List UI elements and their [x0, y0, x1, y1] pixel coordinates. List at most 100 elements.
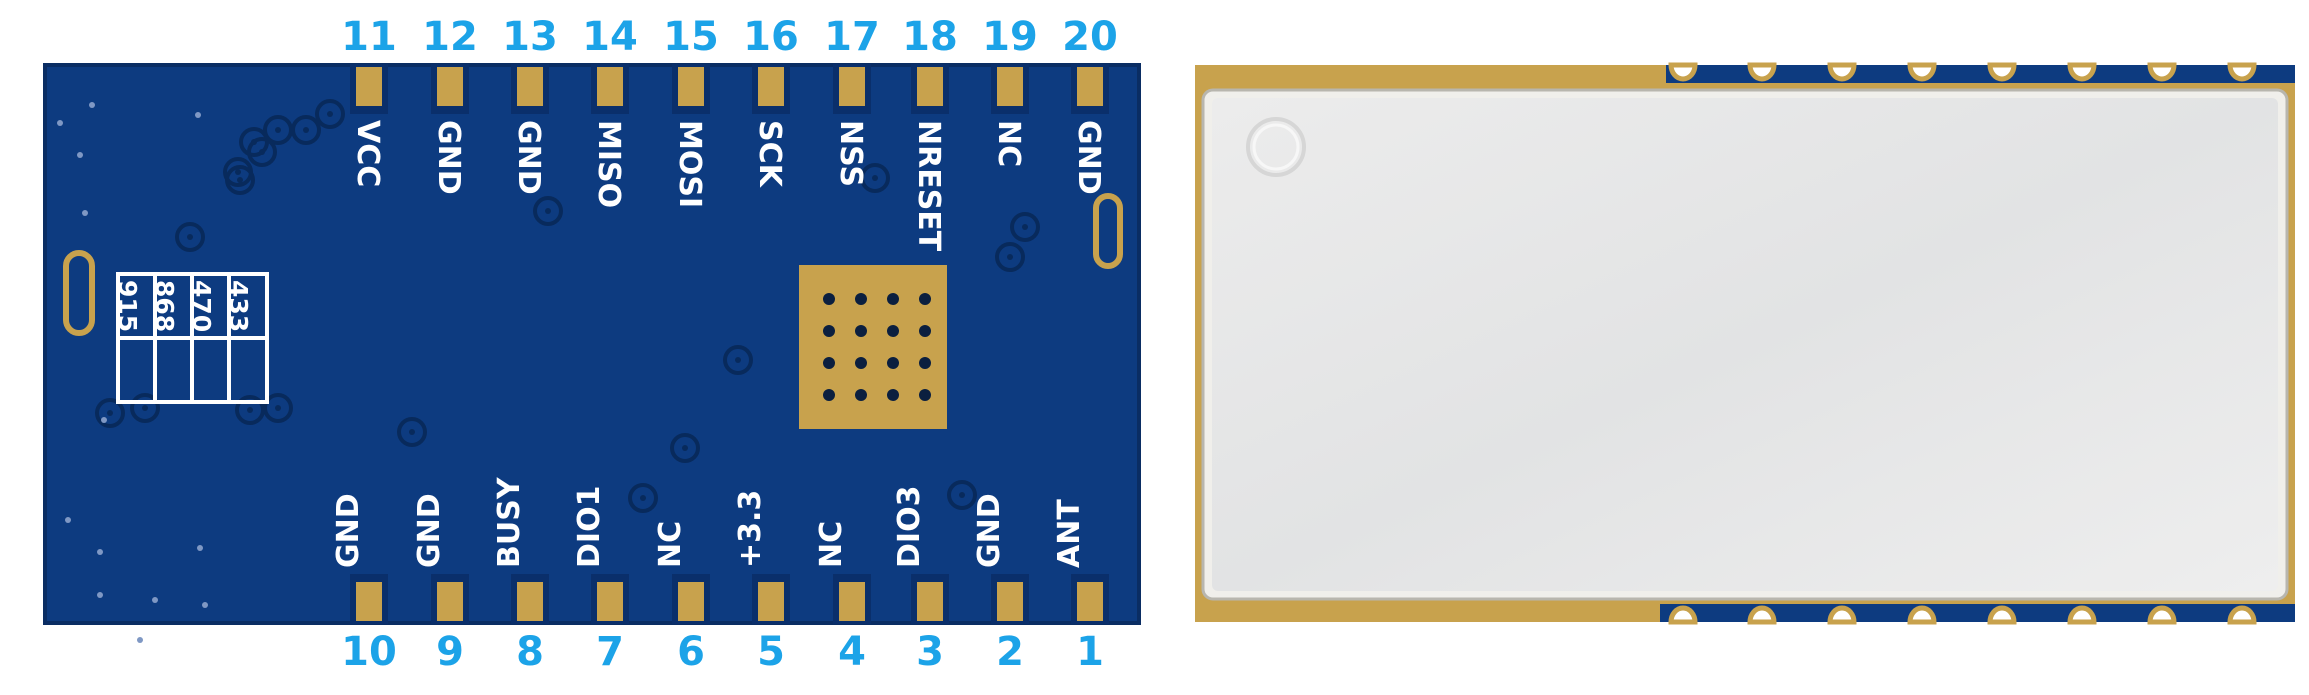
via-icon — [860, 163, 890, 193]
castellation-top — [1827, 62, 1857, 82]
pin-number: 15 — [663, 14, 719, 60]
pin-pad-top — [1077, 67, 1103, 106]
pin-pad-bottom — [758, 582, 784, 621]
test-point-icon — [202, 602, 208, 608]
mounting-slot-left — [63, 250, 95, 336]
pad-via-icon — [919, 293, 931, 305]
pad-via-icon — [823, 293, 835, 305]
test-point-icon — [195, 112, 201, 118]
castellation-top — [1668, 62, 1698, 82]
pad-via-icon — [823, 325, 835, 337]
pin-number: 9 — [436, 629, 464, 675]
via-icon — [628, 483, 658, 513]
test-point-icon — [82, 210, 88, 216]
pin-label: NC — [814, 521, 849, 568]
castellation-bottom — [1668, 605, 1698, 625]
via-icon — [397, 417, 427, 447]
pin-number: 10 — [341, 629, 397, 675]
test-point-icon — [97, 592, 103, 598]
via-icon — [1010, 212, 1040, 242]
test-point-icon — [101, 417, 107, 423]
via-icon — [130, 393, 160, 423]
castellation-bottom — [2147, 605, 2177, 625]
via-holes — [95, 99, 1040, 513]
via-icon — [670, 433, 700, 463]
pin-number: 1 — [1076, 629, 1104, 675]
pad-via-icon — [919, 357, 931, 369]
pin-pad-bottom — [356, 582, 382, 621]
via-icon — [263, 393, 293, 423]
castellation-top — [2227, 62, 2257, 82]
castellation-top — [2067, 62, 2097, 82]
pin-pad-top — [517, 67, 543, 106]
pin-number: 4 — [838, 629, 866, 675]
via-icon — [95, 398, 125, 428]
castellation-top — [1747, 62, 1777, 82]
pin-label: NC — [653, 521, 688, 568]
pin-pad-bottom — [839, 582, 865, 621]
pin-number: 18 — [902, 14, 958, 60]
via-icon — [235, 395, 265, 425]
castellation-top — [2147, 62, 2177, 82]
pin-number: 3 — [916, 629, 944, 675]
pin-label: BUSY — [492, 476, 527, 568]
frequency-label: 868 — [150, 280, 179, 332]
pad-via-icon — [855, 325, 867, 337]
center-ground-pad — [799, 265, 947, 429]
pad-via-icon — [823, 389, 835, 401]
pad-via-icon — [823, 357, 835, 369]
pin-pad-top — [437, 67, 463, 106]
pin-label: MISO — [591, 120, 626, 208]
frequency-label: 433 — [224, 280, 253, 332]
pin-pad-bottom — [1077, 582, 1103, 621]
pin1-marker-icon — [1246, 117, 1306, 177]
test-point-icon — [97, 549, 103, 555]
pin-label: +3.3 — [733, 490, 768, 568]
via-icon — [225, 165, 255, 195]
pin-label: DIO3 — [892, 486, 927, 568]
pin-pad-bottom — [517, 582, 543, 621]
test-point-icon — [65, 517, 71, 523]
pin-pad-bottom — [997, 582, 1023, 621]
castellated-pads — [1668, 62, 2257, 625]
mounting-slot-right — [1093, 193, 1123, 269]
pin-label: GND — [431, 120, 466, 195]
test-point-icon — [137, 637, 143, 643]
via-icon — [247, 137, 277, 167]
pin-label: NRESET — [911, 120, 946, 252]
pin-pad-bottom — [678, 582, 704, 621]
pin-label: NC — [991, 120, 1026, 167]
castellation-bottom — [1827, 605, 1857, 625]
castellation-top — [1907, 62, 1937, 82]
pin-label: GND — [331, 493, 366, 568]
castellation-top — [1987, 62, 2017, 82]
via-icon — [533, 196, 563, 226]
pin-number: 8 — [516, 629, 544, 675]
castellation-bottom — [1907, 605, 1937, 625]
test-point-icon — [152, 597, 158, 603]
via-icon — [723, 345, 753, 375]
pin-number: 17 — [824, 14, 880, 60]
pin-label: SCK — [752, 120, 787, 189]
pin-number: 14 — [582, 14, 638, 60]
pin-number: 6 — [677, 629, 705, 675]
pin-pad-bottom — [437, 582, 463, 621]
ground-pad-vias — [823, 293, 931, 401]
pin-number: 20 — [1062, 14, 1118, 60]
via-icon — [291, 115, 321, 145]
pin-header: 11VCC12GND13GND14MISO15MOSI16SCK17NSS18N… — [331, 14, 1118, 675]
frequency-label: 470 — [187, 280, 216, 332]
castellation-bottom — [1747, 605, 1777, 625]
pin-pad-bottom — [917, 582, 943, 621]
pin-pad-top — [678, 67, 704, 106]
pin-number: 11 — [341, 14, 397, 60]
pin-number: 2 — [996, 629, 1024, 675]
test-point-icon — [197, 545, 203, 551]
pin-label: MOSI — [672, 120, 707, 208]
pin-label: GND — [511, 120, 546, 195]
pad-via-icon — [855, 389, 867, 401]
